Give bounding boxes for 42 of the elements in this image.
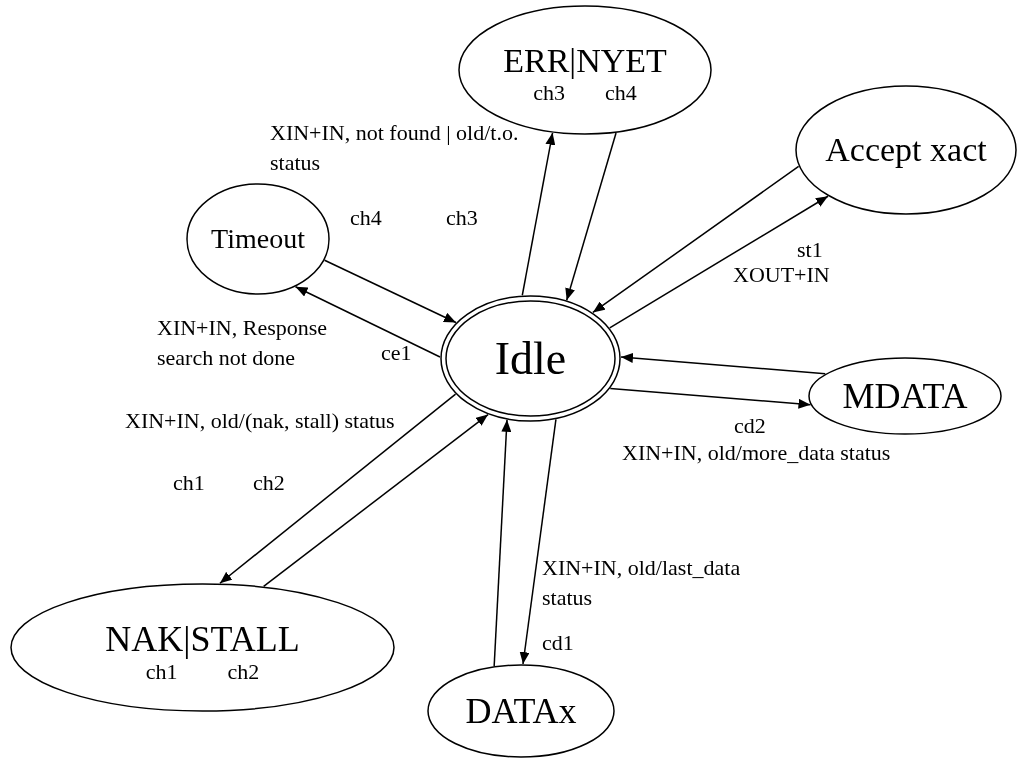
state-ellipse xyxy=(427,664,615,758)
transition-arrow xyxy=(609,387,812,409)
channel-label: ch1 xyxy=(145,660,178,683)
transition-label: ce1 xyxy=(381,339,412,367)
transition-arrow xyxy=(219,393,457,584)
state-ellipse xyxy=(795,85,1017,215)
channel-label: ch4 xyxy=(605,82,637,104)
transition-label: cd1 xyxy=(542,629,574,657)
transition-arrow xyxy=(620,353,826,375)
state-ellipse xyxy=(186,183,330,295)
channel-label: ch2 xyxy=(227,660,260,683)
transition-label: XIN+IN, old/(nak, stall) status xyxy=(125,407,396,435)
state-name: Accept xact xyxy=(825,133,987,167)
channel-label: ch3 xyxy=(533,82,565,104)
state-name: MDATA xyxy=(842,378,968,414)
transition-arrow xyxy=(565,132,617,302)
state-name: Idle xyxy=(494,335,567,382)
transition-label: XIN+IN, old/last_data status xyxy=(542,554,742,612)
transition-label: ch4 xyxy=(350,204,382,232)
transition-arrow xyxy=(294,286,441,358)
state-name: ERR|NYET xyxy=(503,44,667,78)
transition-label: st1 xyxy=(797,236,823,264)
transition-arrow xyxy=(521,132,556,296)
state-ellipse xyxy=(10,583,395,712)
state-name: DATAx xyxy=(465,693,577,729)
state-ellipse xyxy=(808,357,1002,435)
state-name: NAK|STALL xyxy=(105,620,300,657)
transition-arrow xyxy=(323,259,457,324)
transition-arrow xyxy=(592,165,800,314)
transition-label: ch2 xyxy=(253,469,285,497)
transition-label: cd2 xyxy=(734,412,766,440)
transition-label: ch1 xyxy=(173,469,205,497)
transition-label: XIN+IN, not found | old/t.o. status xyxy=(270,119,520,177)
transition-arrow xyxy=(519,418,557,665)
transition-label: XIN+IN, old/more_data status xyxy=(622,439,892,467)
transition-label: ch3 xyxy=(446,204,478,232)
state-ellipse xyxy=(440,295,621,422)
state-name: Timeout xyxy=(211,225,305,253)
transition-arrow xyxy=(609,195,829,329)
transition-arrow xyxy=(493,419,512,667)
transition-label: XOUT+IN xyxy=(733,261,830,289)
transition-arrow xyxy=(262,413,489,588)
